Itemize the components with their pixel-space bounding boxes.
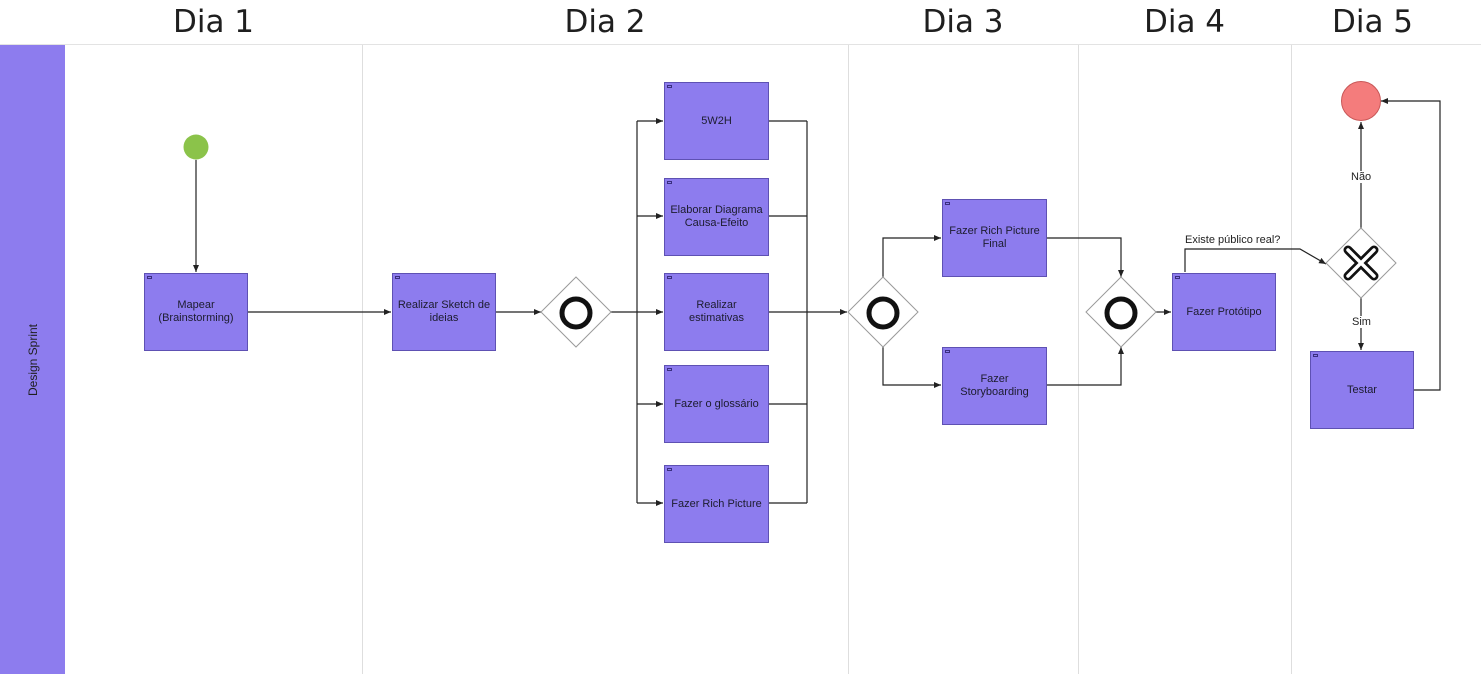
- task-marker-icon: [945, 202, 950, 205]
- header-dia-4: Dia 4: [1143, 4, 1226, 40]
- header-dia-1: Dia 1: [172, 4, 255, 40]
- edge-label-no: Não: [1351, 171, 1372, 183]
- gateway-inclusive-1: [540, 276, 612, 348]
- task-marker-icon: [1313, 354, 1318, 357]
- task-label: Elaborar Diagrama Causa-Efeito: [670, 204, 763, 229]
- task-label: Fazer o glossário: [674, 397, 759, 410]
- task-marker-icon: [1175, 276, 1180, 279]
- edge-gateway2-richfinal: [882, 235, 941, 277]
- edge-label-question: Existe público real?: [1185, 234, 1281, 246]
- task-richpicture[interactable]: Fazer Rich Picture: [664, 465, 769, 543]
- gateway-inclusive-2: [847, 276, 919, 348]
- divider-dia-3: [848, 45, 849, 674]
- divider-dia-2: [362, 45, 363, 674]
- task-label: Mapear (Brainstorming): [158, 299, 234, 324]
- edge-prototipo-xgateway: [1184, 248, 1327, 272]
- task-label: Fazer Protótipo: [1186, 305, 1262, 318]
- task-label: Fazer Storyboarding: [960, 373, 1029, 398]
- task-prototipo[interactable]: Fazer Protótipo: [1172, 273, 1276, 351]
- edge-storyboarding-gateway3: [1047, 347, 1124, 386]
- header-dia-2: Dia 2: [564, 4, 646, 40]
- pool: [0, 44, 1481, 675]
- edge-richfinal-gateway3: [1047, 237, 1124, 277]
- task-marker-icon: [667, 276, 672, 279]
- task-label: Fazer Rich Picture: [671, 497, 762, 510]
- task-marker-icon: [667, 181, 672, 184]
- task-label: Realizar Sketch de ideias: [397, 299, 491, 324]
- pool-label-band: [0, 45, 65, 674]
- task-diagrama[interactable]: Elaborar Diagrama Causa-Efeito: [664, 178, 769, 256]
- divider-dia-4: [1078, 45, 1079, 674]
- gateway-exclusive: [1325, 227, 1397, 299]
- task-marker-icon: [667, 468, 672, 471]
- header-dia-5: Dia 5: [1331, 4, 1414, 40]
- task-marker-icon: [395, 276, 400, 279]
- task-label: Fazer Rich Picture Final: [949, 225, 1040, 250]
- task-glossario[interactable]: Fazer o glossário: [664, 365, 769, 443]
- task-marker-icon: [667, 85, 672, 88]
- edge-testar-end: [1381, 98, 1441, 391]
- task-mapear[interactable]: Mapear (Brainstorming): [144, 273, 248, 351]
- task-storyboarding[interactable]: Fazer Storyboarding: [942, 347, 1047, 425]
- task-marker-icon: [667, 368, 672, 371]
- task-5w2h[interactable]: 5W2H: [664, 82, 769, 160]
- task-label: 5W2H: [701, 114, 732, 127]
- task-marker-icon: [147, 276, 152, 279]
- end-event-circle: [1341, 81, 1381, 121]
- task-estimativas[interactable]: Realizar estimativas: [664, 273, 769, 351]
- task-label: Testar: [1347, 383, 1377, 396]
- task-label: Realizar estimativas: [688, 299, 745, 324]
- task-sketch[interactable]: Realizar Sketch de ideias: [392, 273, 496, 351]
- task-richpicture-final[interactable]: Fazer Rich Picture Final: [942, 199, 1047, 277]
- gateway-inclusive-3: [1085, 276, 1157, 348]
- header-dia-3: Dia 3: [922, 4, 1004, 40]
- task-marker-icon: [945, 350, 950, 353]
- task-testar[interactable]: Testar: [1310, 351, 1414, 429]
- edge-gateway2-storyboarding: [882, 347, 941, 388]
- start-event-circle: [183, 134, 209, 160]
- edge-label-yes: Sim: [1352, 316, 1371, 328]
- divider-dia-5: [1291, 45, 1292, 674]
